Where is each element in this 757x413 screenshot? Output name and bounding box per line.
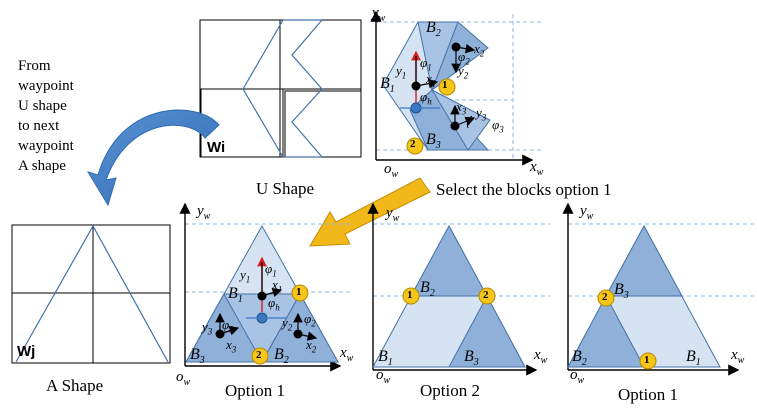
intro-line: From [18, 58, 51, 74]
select-caption: Select the blocks option 1 [436, 180, 612, 199]
opt1r-origin-label: ow [570, 367, 585, 386]
intro-line: waypoint [18, 138, 74, 154]
opt2-block-b2-label: B2 [420, 279, 435, 300]
a-shape-outline [15, 224, 169, 363]
u-phi2-label: φ2 [458, 49, 470, 67]
a-shape-caption: A Shape [46, 376, 104, 395]
u-phih-label: φh [420, 89, 432, 107]
opt2-marker-2: 2 [483, 289, 489, 301]
opt2-block-b1-label: B1 [378, 348, 393, 369]
opt1l-marker-2: 2 [256, 349, 262, 361]
opt1l-phi2-label: φ2 [304, 311, 316, 329]
opt1r-x-axis-label: xw [731, 347, 745, 366]
option1-right-diagram [562, 202, 757, 376]
u-block-b1-label: B1 [380, 75, 395, 96]
u-phi3-label: φ3 [492, 117, 504, 135]
opt1l-block-b1-label: B1 [228, 285, 243, 306]
intro-line: U shape [18, 98, 67, 114]
u-shape-caption: U Shape [256, 179, 315, 198]
opt1r-marker-2: 2 [602, 291, 608, 303]
opt1l-y3-label: y3 [202, 319, 213, 337]
intro-line: A shape [18, 158, 66, 174]
opt1l-y1-label: y1 [240, 267, 251, 285]
wi-label: Wi [207, 139, 226, 156]
u-x2-label: x2 [474, 41, 485, 59]
option1-left-caption: Option 1 [225, 381, 285, 400]
opt2-y-axis-label: yw [386, 205, 400, 224]
opt2-marker-1: 1 [407, 289, 413, 301]
opt1l-phih-label: φh [268, 295, 280, 313]
a-shape-grid [11, 224, 171, 364]
u-block-b2-label: B2 [426, 19, 441, 40]
option1-right-caption: Option 1 [618, 385, 678, 404]
opt1l-origin-label: ow [176, 369, 191, 388]
u-block-diagram [370, 10, 541, 166]
option2-diagram [367, 202, 550, 376]
opt1l-block-b3-label: B3 [190, 346, 205, 367]
opt2-block-b3-label: B3 [464, 348, 479, 369]
opt2-origin-label: ow [376, 367, 391, 386]
u-shape-outline [242, 19, 323, 158]
opt1l-x2-label: x2 [306, 337, 317, 355]
u-x1-label: x1 [426, 71, 437, 89]
opt1l-y-axis-label: yw [197, 203, 211, 222]
option2-caption: Option 2 [420, 381, 480, 400]
opt1l-phi3-label: φ3 [222, 317, 234, 335]
u-y1-label: y1 [396, 63, 407, 81]
u-y3-label: y3 [476, 105, 487, 123]
u-y2-label: y2 [458, 63, 469, 81]
opt1r-block-b1-label: B1 [686, 348, 701, 369]
u-origin-label: ow [384, 161, 399, 180]
u-marker-2: 2 [410, 138, 416, 150]
u-x-axis-label: xw [530, 159, 544, 178]
opt1r-block-b3-label: B3 [614, 281, 629, 302]
opt1r-block-b2-label: B2 [572, 348, 587, 369]
opt1r-y-axis-label: yw [580, 203, 594, 222]
option1-left-diagram [179, 202, 350, 372]
u-phi1-label: φ1 [420, 55, 432, 73]
opt1l-x1-label: x1 [272, 277, 283, 295]
intro-line: to next [18, 118, 60, 134]
opt1l-phi1-label: φ1 [265, 261, 277, 279]
opt1l-marker-1: 1 [296, 286, 302, 298]
u-block-b3-label: B3 [426, 131, 441, 152]
u-shape-grid [199, 19, 362, 158]
opt2-x-axis-label: xw [534, 347, 548, 366]
opt1l-block-b2-label: B2 [274, 346, 289, 367]
transition-curved-arrow [86, 109, 220, 207]
wj-label: Wj [17, 343, 36, 360]
u-x3-label: x3 [456, 99, 467, 117]
opt1l-y2-label: y2 [282, 315, 293, 333]
u-marker-1: 1 [442, 79, 448, 91]
opt1r-marker-1: 1 [644, 354, 650, 366]
u-y-axis-label: yw [372, 5, 386, 24]
intro-text: From waypoint U shape to next waypoint A… [18, 56, 128, 176]
intro-line: waypoint [18, 78, 74, 94]
select-arrow [309, 177, 431, 247]
opt1l-x-axis-label: xw [340, 345, 354, 364]
opt1l-x3-label: x3 [226, 337, 237, 355]
